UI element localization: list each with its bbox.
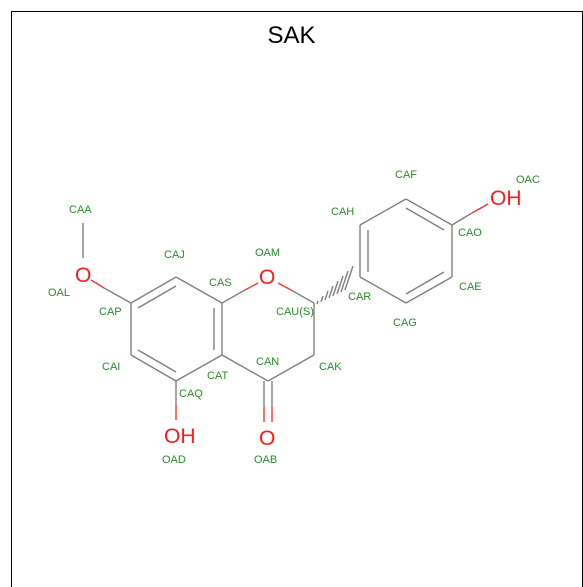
bond-cat-caq (175, 354, 223, 382)
atom-label-cae: CAE (459, 281, 482, 293)
atom-label-cai: CAI (102, 361, 120, 373)
atom-label-car: CAR (348, 291, 371, 303)
atom-label-cag: CAG (393, 317, 417, 329)
atom-label-caa: CAA (69, 204, 92, 216)
atom-label-cah: CAH (331, 206, 354, 218)
bond-oam-cau (277, 282, 292, 291)
carbonyl-oxygen: O (259, 427, 275, 450)
hydroxyl-left: OH (164, 425, 196, 448)
bond-cae-cag (405, 276, 453, 304)
bond-cao-oac-b (471, 203, 489, 214)
bond-cap-caj (130, 276, 177, 304)
bond-caj-cas (175, 276, 223, 304)
bond-caf-cao-inner (405, 207, 445, 231)
atom-label-caq: CAQ (179, 388, 203, 400)
bond-caq-cai (130, 354, 177, 382)
ether-oxygen: O (75, 264, 91, 287)
bond-cas-oam (221, 289, 246, 304)
atom-label-cat: CAT (207, 370, 228, 382)
bond-cae-cag-inner (405, 271, 445, 295)
diagram-frame (11, 11, 583, 587)
atom-label-oam: OAM (255, 247, 280, 259)
atom-label-cap: CAP (99, 306, 122, 318)
atom-label-oad: OAD (162, 454, 186, 466)
atom-label-caj: CAJ (164, 249, 185, 261)
bond-can-cat (221, 354, 269, 382)
atom-label-can: CAN (256, 356, 279, 368)
bond-cag-car (359, 276, 407, 304)
atom-label-caf: CAF (395, 169, 417, 181)
hydroxyl-right: OH (490, 187, 522, 210)
bond-oal-cap (90, 279, 105, 289)
bond-cao-oac (451, 212, 473, 226)
atom-label-cas: CAS (209, 277, 232, 289)
bond-cas-oam-b (244, 282, 259, 291)
atom-label-cao: CAO (458, 227, 482, 239)
bond-caf-cao (405, 198, 453, 226)
bond-caq-cai-inner (137, 349, 177, 373)
bond-oal-cap-b (103, 287, 132, 304)
atom-label-oac: OAC (516, 174, 540, 186)
bond-cak-can (267, 354, 315, 382)
atom-label-oab: OAB (254, 454, 277, 466)
atom-label-cau: CAU(S) (276, 306, 314, 318)
molecule-title: SAK (267, 22, 316, 49)
bond-cap-caj-inner (137, 285, 177, 309)
stereo-hash-bond (316, 265, 354, 305)
bond-oam-cau-b (290, 289, 315, 304)
atom-label-oal: OAL (48, 287, 70, 299)
ring-oxygen: O (259, 266, 275, 289)
bond-cah-caf (359, 198, 407, 226)
atom-label-cak: CAK (319, 361, 342, 373)
